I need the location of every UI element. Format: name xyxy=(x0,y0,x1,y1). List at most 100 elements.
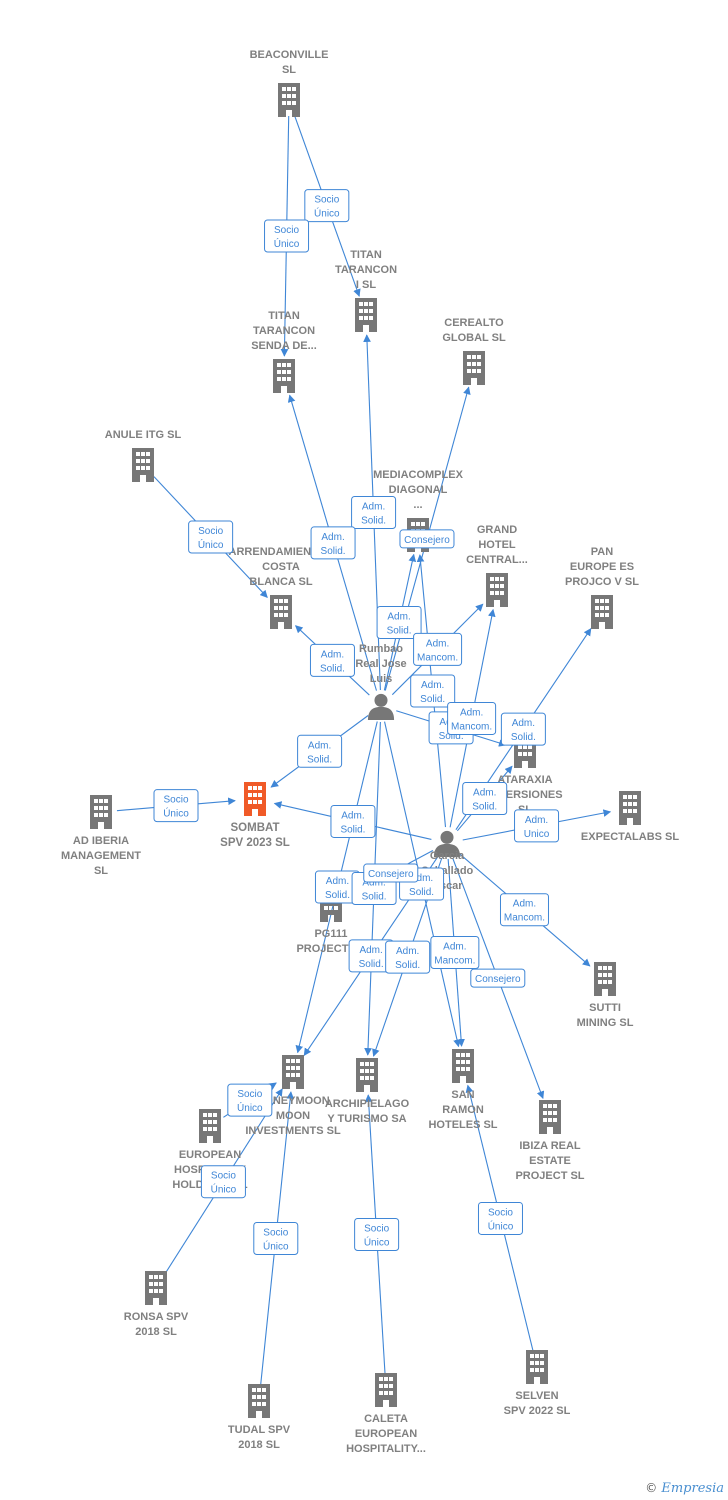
edge-label-text: Consejero xyxy=(404,535,450,546)
edge-label-rumbao-mediacomplex[interactable]: Adm. Solid. xyxy=(376,605,422,639)
edge-label-text: Mancom. xyxy=(417,652,458,663)
edge-label-oscar-expectalabs[interactable]: Adm.Unico xyxy=(514,809,560,843)
node-anule[interactable]: ANULE ITG SL xyxy=(105,429,182,482)
building-icon xyxy=(273,359,295,393)
node-label: SPV 2022 SL xyxy=(504,1405,571,1417)
edge-label-oscar-ibiza[interactable]: Consejero xyxy=(470,968,526,988)
node-label: ATARAXIA xyxy=(497,774,552,786)
edge-label-oscar-sombat[interactable]: Adm.Solid. xyxy=(330,804,376,838)
building-icon xyxy=(199,1109,221,1143)
edge-label-text: Socio xyxy=(314,195,339,206)
node-label: MEDIACOMPLEX xyxy=(373,469,464,481)
edge-label-oscar-archipielago[interactable]: Adm.Solid. xyxy=(385,940,431,974)
node-label: RONSA SPV xyxy=(124,1311,189,1323)
edge-label-oscar-mediacomplex[interactable]: Adm.Solid. xyxy=(410,674,456,708)
edge-label-text: Solid. xyxy=(325,890,350,901)
edge-label-rumbao-arrendamientos[interactable]: Adm.Solid. xyxy=(309,643,355,677)
edge-label-rumbao-cerealto[interactable]: Consejero xyxy=(399,529,455,549)
edge-label-rumbao-grandhotel[interactable]: Adm.Mancom. xyxy=(413,632,463,666)
edge-label-text: Socio xyxy=(211,1171,236,1182)
edge-label-oscar-paneurope[interactable]: Adm.Solid. xyxy=(500,712,546,746)
edge-label-text: Único xyxy=(237,1101,263,1114)
node-mediacomplex[interactable]: MEDIACOMPLEXDIAGONAL... xyxy=(373,469,464,552)
edge-label-rumbao-titan2[interactable]: Adm.Solid. xyxy=(310,526,356,560)
edge-label-text: Único xyxy=(198,538,224,551)
node-label: ARCHIPIELAGO xyxy=(325,1098,410,1110)
building-icon xyxy=(145,1271,167,1305)
edge-label-oscar-sanramon[interactable]: Adm.Mancom. xyxy=(430,936,480,970)
node-label: SOMBAT xyxy=(231,822,280,834)
edge-label-rumbao-honeymoon[interactable]: Adm.Solid. xyxy=(314,870,360,904)
building-icon xyxy=(282,1055,304,1089)
edge-label-oscar-sutti[interactable]: Adm.Mancom. xyxy=(499,893,549,927)
edge-label-oscar-honeymoon[interactable]: Adm.Solid. xyxy=(348,939,394,973)
node-caleta[interactable]: CALETAEUROPEANHOSPITALITY... xyxy=(346,1373,426,1455)
building-icon xyxy=(132,448,154,482)
node-label: SL xyxy=(282,64,296,76)
node-expectalabs[interactable]: EXPECTALABS SL xyxy=(581,791,679,843)
edge-label-oscar-ataraxia[interactable]: Adm.Solid. xyxy=(462,782,508,816)
edge-label-text: Único xyxy=(263,1239,289,1252)
building-icon xyxy=(278,83,300,117)
edge-label-text: Consejero xyxy=(475,974,521,985)
building-icon xyxy=(619,791,641,825)
edge-label-text: Único xyxy=(163,807,189,820)
edge-label-text: Socio xyxy=(198,526,223,537)
node-label: HOTEL xyxy=(478,539,516,551)
node-label: PG111 xyxy=(314,928,347,940)
edge-label-rumbao-sombat[interactable]: Adm.Solid. xyxy=(297,734,343,768)
edge-label-text: Socio xyxy=(274,225,299,236)
node-label: COSTA xyxy=(262,561,300,573)
node-label: HOSPITALITY... xyxy=(346,1443,426,1455)
edge-label-oscar-pg111[interactable]: Consejero xyxy=(363,863,419,883)
node-label: IBIZA REAL xyxy=(519,1140,581,1152)
building-icon xyxy=(463,351,485,385)
edge-label-text: Mancom. xyxy=(504,913,545,924)
edge-label-text: Adm. xyxy=(387,611,410,622)
empresia-credit[interactable]: © Empresia xyxy=(645,1481,724,1496)
node-label: Luis xyxy=(370,673,393,685)
node-label: PAN xyxy=(591,546,613,558)
edge-label-rumbao-titan1[interactable]: Adm.Solid. xyxy=(351,495,397,529)
edge-label-text: Adm. xyxy=(341,810,364,821)
edge-label-text: Único xyxy=(211,1183,237,1196)
building-icon xyxy=(244,782,266,816)
node-sombat[interactable]: SOMBAT SPV 2023 SL xyxy=(220,782,290,849)
node-grandhotel[interactable]: GRANDHOTELCENTRAL... xyxy=(466,524,528,607)
node-label: HOTELES SL xyxy=(428,1119,497,1131)
edge-label-text: Solid. xyxy=(387,625,412,636)
node-label: Garcia xyxy=(430,850,465,862)
node-label: SPV 2023 SL xyxy=(220,837,290,849)
edge-label-oscar-grandhotel[interactable]: Adm.Mancom. xyxy=(447,701,497,735)
node-label: ... xyxy=(413,499,422,511)
edge-label-text: Socio xyxy=(163,795,188,806)
edge-label-text: Socio xyxy=(364,1223,389,1234)
edge-label-text: Adm. xyxy=(396,946,419,957)
